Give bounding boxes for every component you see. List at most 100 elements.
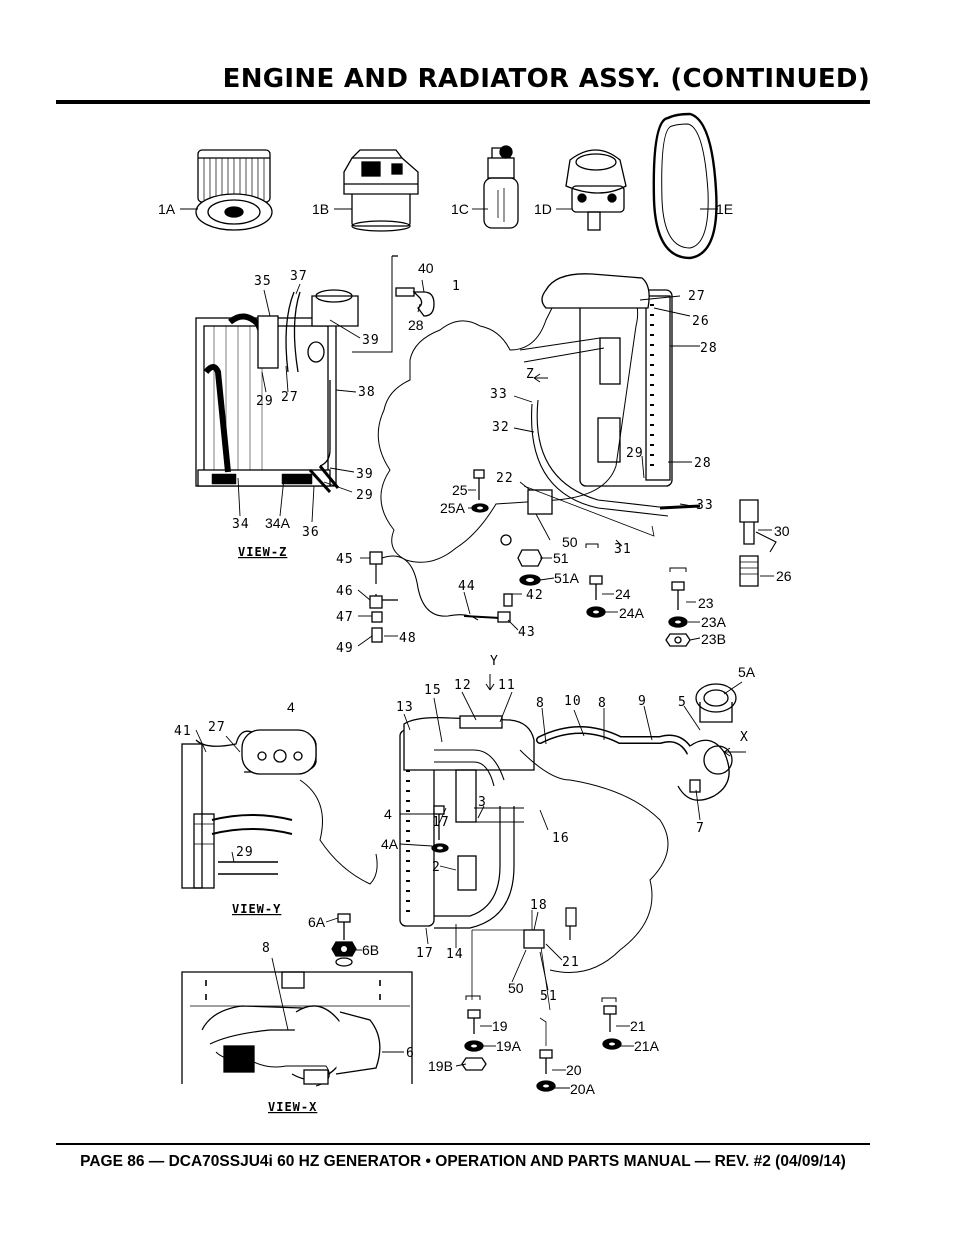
callout-label: 8 — [536, 696, 545, 711]
callout-label: 29 — [356, 488, 374, 503]
bolt-23-drawing — [665, 567, 691, 647]
callout-label: 5A — [738, 664, 756, 680]
callout-label: 10 — [564, 694, 582, 709]
hose-clamp-drawing — [352, 255, 435, 353]
view-x-caption: VIEW-X — [268, 1100, 317, 1114]
engine-radiator-assembly-drawing — [377, 273, 701, 563]
water-separator-drawing — [483, 145, 519, 229]
view-y-caption: VIEW-Y — [232, 902, 281, 916]
bolt-20-drawing — [536, 1017, 556, 1092]
bolt-6a-drawing — [331, 913, 357, 967]
callout-label: 2 — [432, 860, 441, 875]
callout-label: 21 — [562, 955, 580, 970]
callout-label: 45 — [336, 552, 354, 567]
callout-label: 1D — [534, 201, 552, 217]
callout-label: 3 — [478, 795, 487, 810]
callout-label: 17 — [432, 815, 450, 830]
callout-label: 6 — [406, 1046, 415, 1061]
callout-label: 29 — [626, 446, 644, 461]
nut-51-drawing — [500, 534, 543, 586]
view-z-caption: VIEW-Z — [238, 545, 287, 559]
callout-label: 32 — [492, 420, 510, 435]
callout-label: 1C — [451, 201, 469, 217]
callout-label: 30 — [774, 523, 790, 539]
drain-fitting-drawing — [739, 499, 777, 587]
callout-label: 23B — [701, 631, 726, 647]
callout-label: 29 — [236, 845, 254, 860]
callout-label: 36 — [302, 525, 320, 540]
callout-label: 13 — [396, 700, 414, 715]
callout-label: 6B — [362, 942, 379, 958]
callout-label: 18 — [530, 898, 548, 913]
callout-label: 51 — [553, 550, 569, 566]
callout-label: 21 — [630, 1018, 646, 1034]
callout-label: 31 — [614, 542, 632, 557]
oil-line-drawing — [369, 551, 513, 643]
callout-label: 5 — [678, 695, 687, 710]
callout-label: 17 — [416, 946, 434, 961]
callout-label: 38 — [358, 385, 376, 400]
callout-label: 26 — [776, 568, 792, 584]
radiator-view-z-drawing — [195, 289, 359, 494]
callout-label: 7 — [696, 821, 705, 836]
page-footer: PAGE 86 — DCA70SSJU4i 60 HZ GENERATOR • … — [80, 1153, 846, 1170]
callout-label: 39 — [356, 467, 374, 482]
callout-label: 4 — [384, 806, 392, 822]
callout-label: 9 — [638, 694, 647, 709]
callout-label: 49 — [336, 641, 354, 656]
callout-label: 19B — [428, 1058, 453, 1074]
oil-filter-drawing — [195, 149, 273, 231]
callout-label: 16 — [552, 831, 570, 846]
callout-label: 23 — [698, 595, 714, 611]
callout-label: 19 — [492, 1018, 508, 1034]
callout-label: 21A — [634, 1038, 660, 1054]
callout-label: 51 — [540, 989, 558, 1004]
callout-label: 12 — [454, 678, 472, 693]
callout-label: 20 — [566, 1062, 582, 1078]
callout-label: Y — [490, 654, 499, 669]
callout-label: 25 — [452, 482, 468, 498]
callout-label: 1E — [716, 201, 733, 217]
callout-label: 15 — [424, 683, 442, 698]
fan-belt-drawing — [652, 112, 718, 260]
callout-label: 28 — [408, 317, 424, 333]
page-title: ENGINE AND RADIATOR ASSY. (CONTINUED) — [222, 64, 870, 94]
header-rule — [56, 100, 870, 104]
callout-label: 44 — [458, 579, 476, 594]
bolt-24-drawing — [585, 543, 606, 618]
callout-label: 34 — [232, 517, 250, 532]
callout-label: 8 — [262, 941, 271, 956]
callout-label: 20A — [570, 1081, 596, 1097]
callout-label: 4A — [381, 836, 399, 852]
callout-label: 27 — [688, 289, 706, 304]
callout-label: 8 — [598, 696, 607, 711]
callout-label: 40 — [418, 260, 434, 276]
callout-label: 27 — [281, 390, 299, 405]
callout-label: 14 — [446, 947, 464, 962]
callout-label: 1B — [312, 201, 329, 217]
view-arrows — [485, 373, 746, 757]
callout-label: 47 — [336, 610, 354, 625]
callout-label: 22 — [496, 471, 514, 486]
bolt-21-drawing — [601, 997, 622, 1050]
bolt-25-drawing — [471, 469, 489, 513]
callout-label: X — [740, 730, 749, 745]
callout-label: 35 — [254, 274, 272, 289]
callout-label: 50 — [562, 534, 578, 550]
bolt-4-drawing — [431, 805, 449, 853]
callout-label: Z — [526, 367, 535, 382]
callout-label: 28 — [700, 341, 718, 356]
callout-label: 1A — [158, 201, 176, 217]
callout-label: 33 — [490, 387, 508, 402]
callout-label: 19A — [496, 1038, 522, 1054]
callout-label: 25A — [440, 500, 466, 516]
callout-label: 6A — [308, 914, 326, 930]
callout-label: 48 — [399, 631, 417, 646]
callout-label: 41 — [174, 724, 192, 739]
callout-label: 42 — [526, 588, 544, 603]
callout-label: 27 — [208, 720, 226, 735]
radiator-view-y-drawing — [181, 729, 378, 889]
callout-label: 1 — [452, 279, 461, 294]
callout-label: 28 — [694, 456, 712, 471]
